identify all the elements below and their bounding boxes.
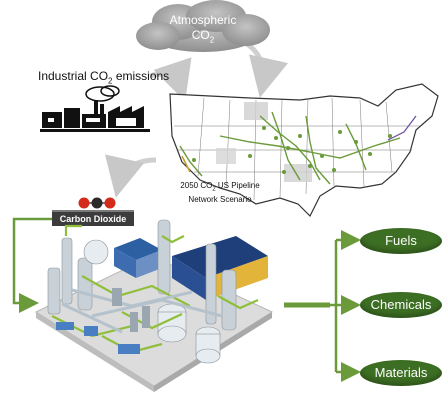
map-to-co2-arrow <box>105 154 157 198</box>
chemicals-output: Chemicals <box>360 292 442 318</box>
map-caption-line1: 2050 CO2 US Pipeline <box>170 181 270 195</box>
map-caption-line2: Network Scenario <box>188 194 252 204</box>
fuels-output: Fuels <box>360 228 442 254</box>
emissions-suffix: emissions <box>112 69 170 83</box>
co2-text: CO <box>191 28 210 42</box>
atmospheric-label-line2: CO2 <box>128 28 278 47</box>
cloud-icon <box>136 0 270 52</box>
atmospheric-label-line1: Atmospheric <box>169 13 237 27</box>
map-caption-pre: 2050 CO <box>180 181 213 190</box>
co2-subscript: 2 <box>209 35 215 45</box>
us-pipeline-map <box>169 83 439 218</box>
industrial-plant-illustration <box>34 219 274 392</box>
materials-output: Materials <box>360 360 442 386</box>
carbon-dioxide-label: Carbon Dioxide <box>52 210 134 226</box>
map-caption-subscript: 2 <box>212 186 216 193</box>
map-caption: 2050 CO2 US Pipeline Network Scenario <box>170 181 270 205</box>
map-caption-post: US Pipeline <box>215 181 260 190</box>
factory-icon <box>40 85 150 132</box>
emissions-text: Industrial CO <box>38 69 109 83</box>
atmospheric-co2-label: Atmospheric CO2 <box>128 13 278 47</box>
emissions-subscript: 2 <box>108 76 113 86</box>
emissions-to-map-arrow <box>149 57 192 102</box>
industrial-emissions-label: Industrial CO2 emissions <box>38 69 169 85</box>
co2-to-plant-arrow <box>12 217 54 313</box>
co2-molecule-icon <box>78 197 116 209</box>
